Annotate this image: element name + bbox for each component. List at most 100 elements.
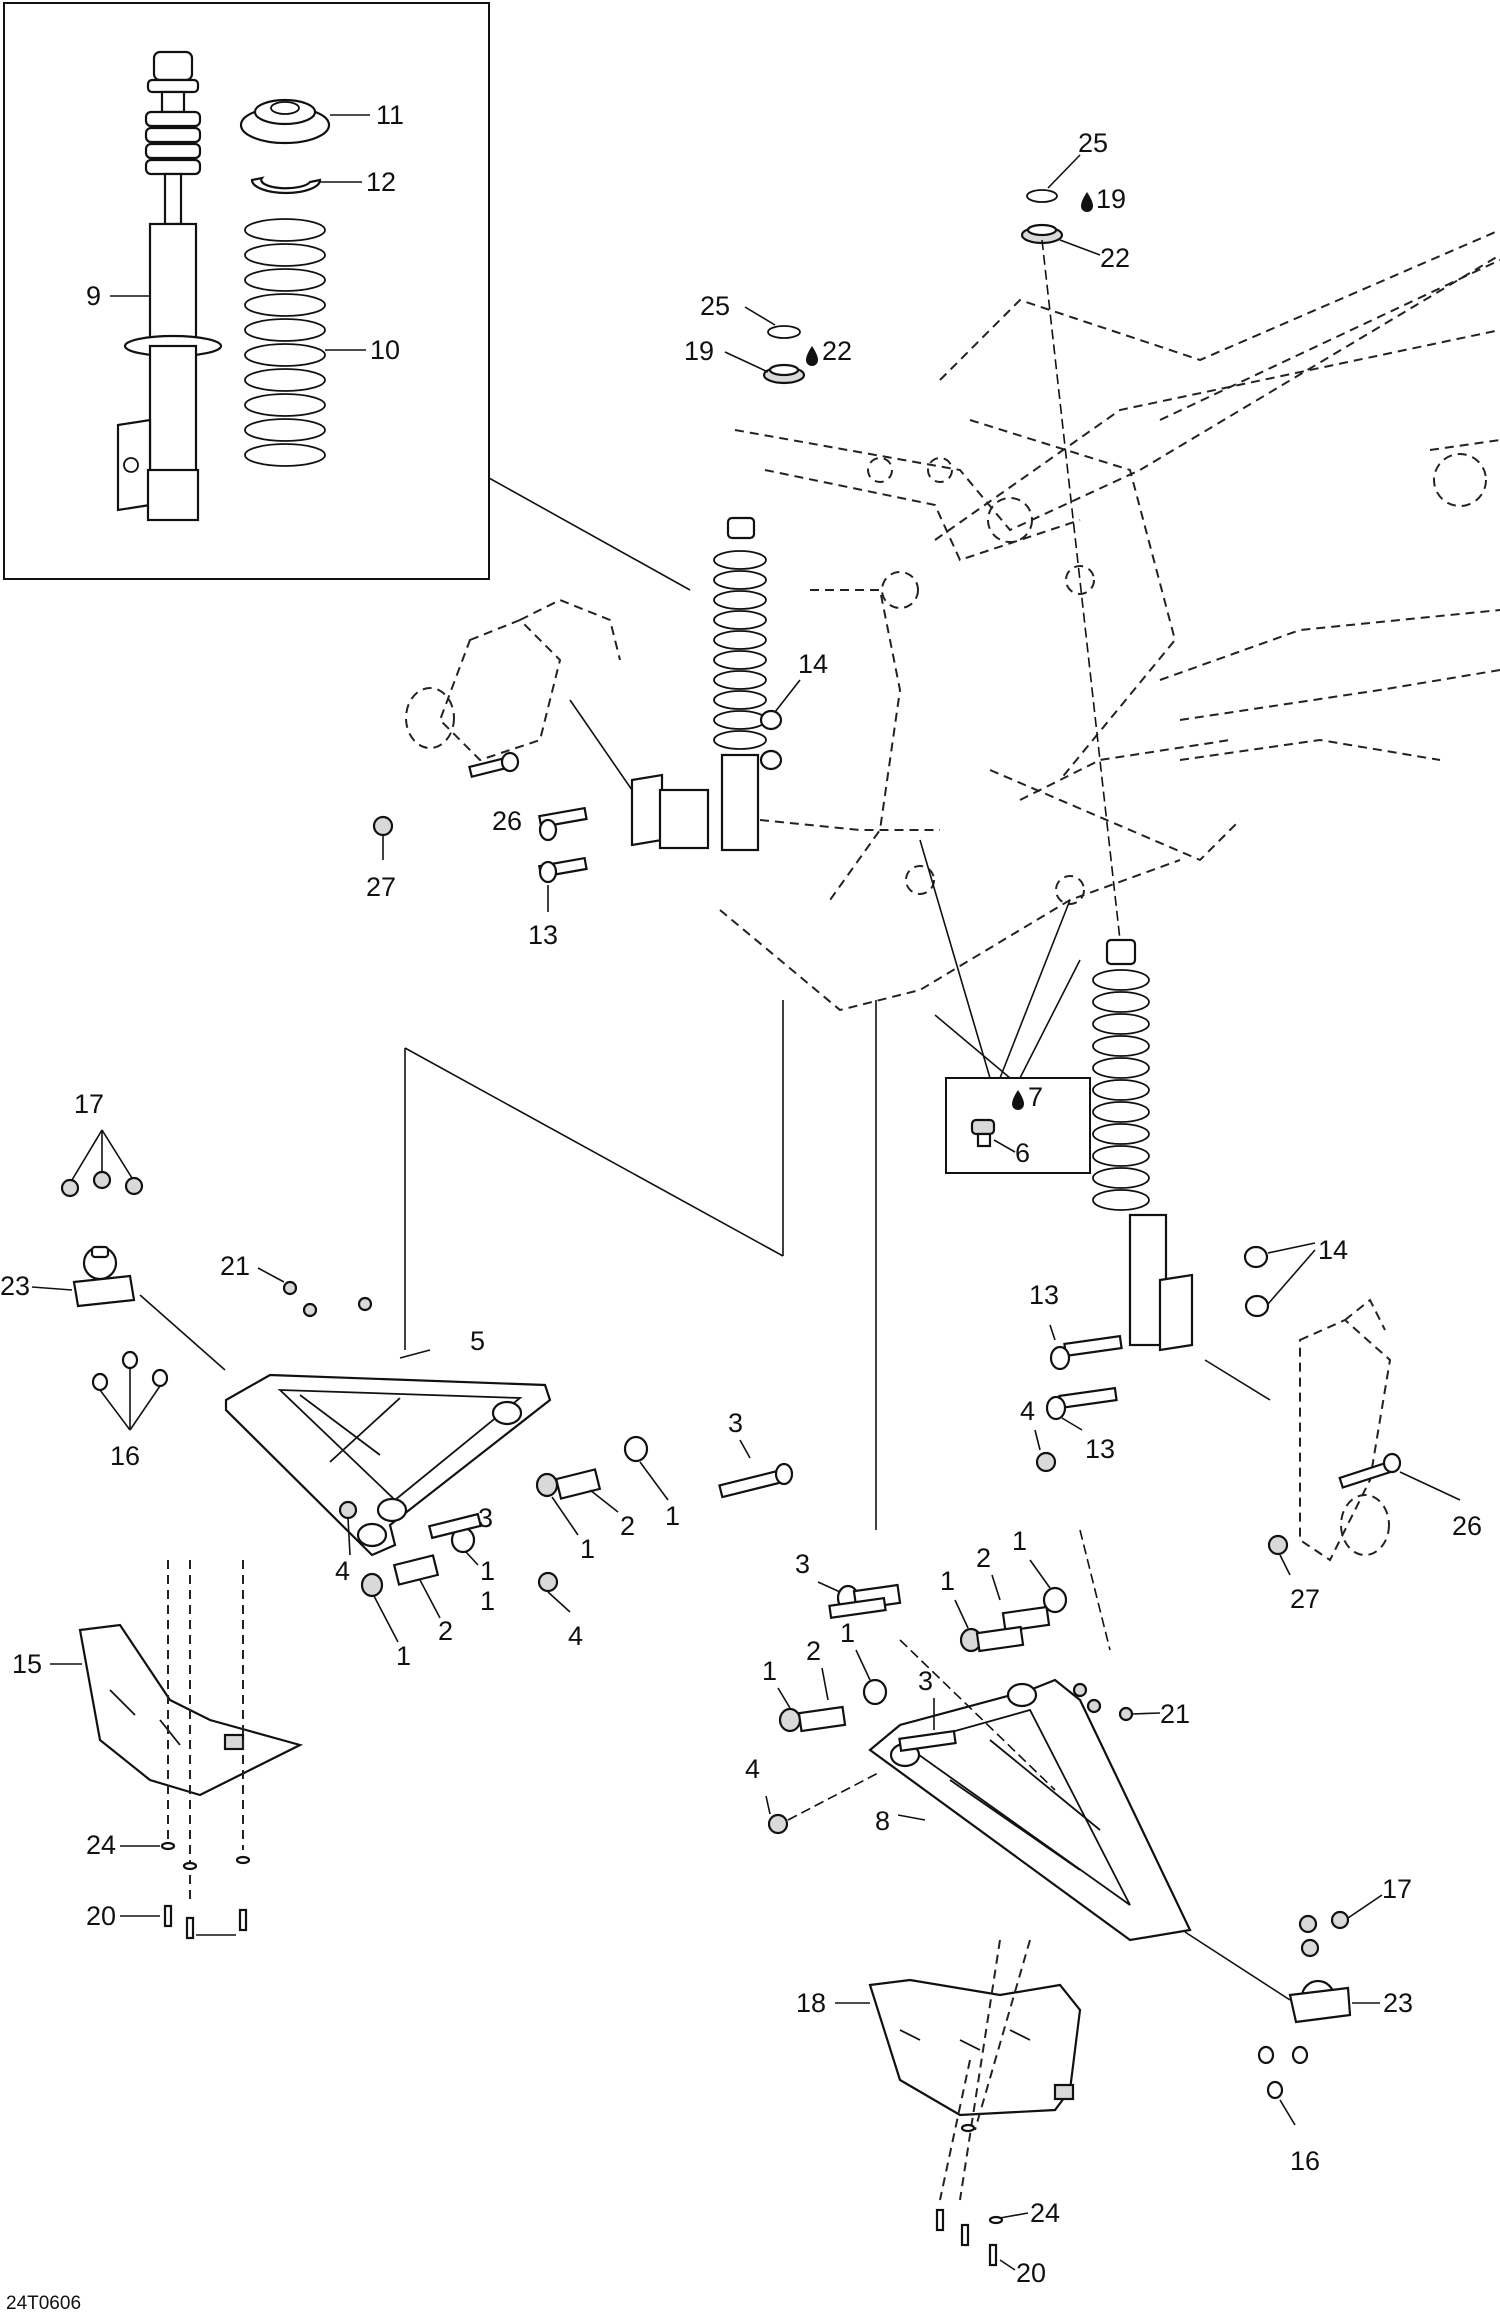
ball-joint-23-right — [1288, 1979, 1352, 2024]
callout-26-left: 26 — [492, 806, 522, 836]
left-steering-knuckle — [405, 598, 621, 762]
bolt-26-left — [468, 751, 520, 779]
drop-icon — [1012, 1090, 1024, 1110]
callout-20-left: 20 — [86, 1901, 116, 1931]
callout-16-left: 16 — [110, 1441, 140, 1471]
callout-11: 11 — [376, 100, 404, 130]
callout-10: 10 — [370, 335, 400, 365]
callout-21-right: 21 — [1160, 1699, 1190, 1729]
callout-1-right-b: 1 — [1012, 1526, 1027, 1556]
nut-4-right-b — [767, 1813, 789, 1835]
bushing-14-right — [1243, 1245, 1270, 1318]
callout-20-right: 20 — [1016, 2258, 1046, 2288]
skid-plate-18 — [868, 1978, 1082, 2117]
callout-14-left: 14 — [798, 649, 828, 679]
callout-2-right-b: 2 — [806, 1636, 821, 1666]
callout-5: 5 — [470, 1326, 485, 1356]
callout-27-left: 27 — [366, 872, 396, 902]
top-mount-hardware-left — [762, 325, 806, 385]
callout-3-right-top: 3 — [795, 1549, 810, 1579]
bolt-26-right — [1338, 1452, 1402, 1489]
callout-22-right: 22 — [1100, 243, 1130, 273]
coil-spring-part — [244, 218, 326, 467]
callout-13-right-top: 13 — [1029, 1280, 1059, 1310]
left-a-arm — [224, 1373, 552, 1557]
nuts-21-right — [1072, 1682, 1134, 1722]
bolt-3-left — [718, 1462, 794, 1499]
callout-1-left-a: 1 — [665, 1501, 680, 1531]
vehicle-frame-reference — [719, 229, 1500, 1012]
callout-12: 12 — [366, 167, 396, 197]
right-steering-knuckle — [1299, 1298, 1392, 1562]
nut-4-left-b — [537, 1571, 559, 1593]
callout-3-right-mid: 3 — [918, 1666, 933, 1696]
figure-code: 24T0606 — [6, 2293, 81, 2314]
right-shock-absorber — [1092, 938, 1194, 1352]
nuts-17-right — [1298, 1910, 1350, 1958]
grease-fitting-inset: 7 6 — [945, 1077, 1091, 1174]
screws-20-right — [935, 2208, 998, 2267]
callout-13-left: 13 — [528, 920, 558, 950]
nut-27-left — [372, 815, 394, 837]
callout-24-left: 24 — [86, 1830, 116, 1860]
callout-1-left-b: 1 — [580, 1534, 595, 1564]
callout-8: 8 — [875, 1806, 890, 1836]
retainer-clip-part — [250, 176, 322, 195]
washers-24-right — [960, 2123, 1004, 2225]
callout-16-right: 16 — [1290, 2146, 1320, 2176]
callout-23-left: 23 — [0, 1271, 30, 1301]
nut-27-right — [1267, 1534, 1289, 1556]
right-a-arm — [868, 1678, 1192, 1942]
top-mount-hardware-right — [1020, 189, 1064, 245]
callout-17-right: 17 — [1382, 1874, 1412, 1904]
callout-17-left: 17 — [74, 1089, 104, 1119]
callout-25-right: 25 — [1078, 128, 1108, 158]
callout-1-left-e: 1 — [480, 1586, 495, 1616]
callout-1-right-a: 1 — [940, 1566, 955, 1596]
drop-icon — [806, 346, 818, 366]
ball-joint-23-left — [72, 1245, 136, 1308]
callout-25-left: 25 — [700, 291, 730, 321]
inset-shock-exploded: 11 12 9 10 — [3, 2, 490, 580]
callout-9: 9 — [86, 281, 101, 311]
callout-15: 15 — [12, 1649, 42, 1679]
callout-27-right: 27 — [1290, 1584, 1320, 1614]
callout-23-right: 23 — [1383, 1988, 1413, 2018]
nuts-21-left — [282, 1280, 373, 1318]
callout-13-right-bottom: 13 — [1085, 1434, 1115, 1464]
callout-2-left-a: 2 — [620, 1511, 635, 1541]
callout-4-right-b: 4 — [745, 1754, 760, 1784]
callout-4-left-b: 4 — [568, 1621, 583, 1651]
bolt-13-left — [538, 806, 588, 884]
bushings-left — [360, 1435, 649, 1598]
spring-seat-part — [239, 98, 331, 145]
bolt-13-right — [1045, 1334, 1123, 1421]
callout-4-left-a: 4 — [335, 1556, 350, 1586]
callout-2-right-a: 2 — [976, 1543, 991, 1573]
callout-19-left: 19 — [684, 336, 714, 366]
screws-20-left — [163, 1904, 248, 1940]
left-shock-absorber — [630, 516, 767, 852]
callout-7: 7 — [1028, 1082, 1043, 1112]
nut-4-right-top — [1035, 1451, 1057, 1473]
callout-1-left-c: 1 — [480, 1556, 495, 1586]
drop-icon — [1081, 192, 1093, 212]
callout-6: 6 — [1015, 1138, 1030, 1168]
callout-2-left-b: 2 — [438, 1616, 453, 1646]
bolts-3-right — [828, 1596, 957, 1752]
callout-22-left: 22 — [822, 336, 852, 366]
callout-19-right: 19 — [1096, 184, 1126, 214]
shock-absorber-part — [116, 50, 223, 522]
callout-24-right: 24 — [1030, 2198, 1060, 2228]
callout-1-left-d: 1 — [396, 1641, 411, 1671]
callout-1-right-d: 1 — [840, 1618, 855, 1648]
nut-4-left-a — [338, 1500, 358, 1520]
callout-1-right-c: 1 — [762, 1656, 777, 1686]
bolts-16-right — [1257, 2045, 1309, 2100]
callout-3-left-top: 3 — [728, 1408, 743, 1438]
callout-21-left: 21 — [220, 1251, 250, 1281]
callout-14-right: 14 — [1318, 1235, 1348, 1265]
callout-3-left-mid: 3 — [478, 1503, 493, 1533]
washers-24-left — [160, 1841, 251, 1871]
